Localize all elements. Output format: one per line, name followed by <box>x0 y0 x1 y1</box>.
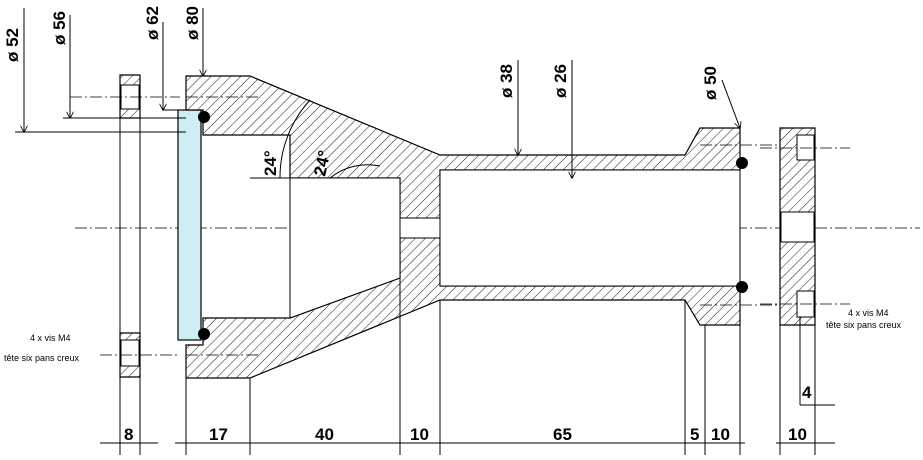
right-flange <box>760 127 850 326</box>
window-glass <box>177 109 202 341</box>
right-screw-note-line1: 4 x vis M4 <box>848 308 889 318</box>
diameter-80-label: ø 80 <box>183 6 202 40</box>
left-screw-note-line1: 4 x vis M4 <box>30 333 71 343</box>
diameter-26-label: ø 26 <box>551 64 570 98</box>
dim-flange-right: 10 <box>788 425 807 444</box>
diameter-38-label: ø 38 <box>497 64 516 98</box>
diameter-52-label: ø 52 <box>3 28 22 62</box>
dim-seg-10b: 10 <box>711 425 730 444</box>
left-screw-note-line2: tête six pans creux <box>4 353 80 363</box>
dim-seg-10a: 10 <box>410 425 429 444</box>
angle-inner-label: 24° <box>310 149 334 178</box>
diameter-leaders <box>15 8 740 178</box>
oring-top-left <box>198 111 210 123</box>
dim-flange-left: 8 <box>124 425 133 444</box>
dimension-lines <box>100 278 835 455</box>
right-screw-note-line2: tête six pans creux <box>826 320 902 330</box>
diameter-50-label: ø 50 <box>701 66 720 100</box>
oring-bottom-right <box>736 281 748 293</box>
angle-marks <box>250 99 400 179</box>
angle-outer-label: 24° <box>261 150 280 176</box>
dim-seg-65: 65 <box>553 425 572 444</box>
dim-seg-17: 17 <box>209 425 228 444</box>
left-flange <box>70 74 180 378</box>
diameter-56-label: ø 56 <box>50 11 69 45</box>
oring-bottom-left <box>198 328 210 340</box>
dim-seg-5: 5 <box>690 425 699 444</box>
diameter-62-label: ø 62 <box>143 6 162 40</box>
dim-bolt-offset: 4 <box>802 383 812 402</box>
dim-seg-40: 40 <box>315 425 334 444</box>
oring-top-right <box>736 157 748 169</box>
